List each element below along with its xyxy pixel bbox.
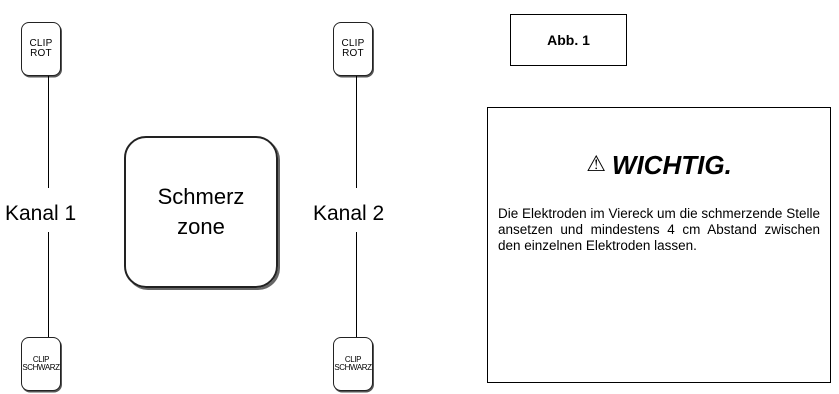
clip-label-line1: CLIP xyxy=(341,37,365,49)
wire-right-upper xyxy=(356,76,357,188)
clip-rot-right: CLIP ROT xyxy=(333,22,373,76)
clip-label-line1: CLIP xyxy=(344,354,362,364)
warning-box: ⚠WICHTIG. Die Elektroden im Viereck um d… xyxy=(487,107,831,383)
wire-left-upper xyxy=(48,76,49,188)
figure-label-box: Abb. 1 xyxy=(510,14,627,66)
figure-label: Abb. 1 xyxy=(547,32,590,48)
clip-label-line2: SCHWARZ xyxy=(334,363,372,372)
warning-text: Die Elektroden im Viereck um die schmerz… xyxy=(498,206,820,253)
warning-title: ⚠WICHTIG. xyxy=(488,152,830,178)
clip-label-line1: CLIP xyxy=(29,37,53,49)
channel-2-label: Kanal 2 xyxy=(313,202,385,225)
pain-zone-label-line2: zone xyxy=(177,214,225,239)
clip-schwarz-right: CLIP SCHWARZ xyxy=(333,337,373,391)
clip-label-line2: ROT xyxy=(30,48,52,59)
channel-1-label: Kanal 1 xyxy=(5,202,77,225)
pain-zone-label-line1: Schmerz xyxy=(157,184,245,210)
clip-label-line1: CLIP xyxy=(32,354,50,364)
wire-right-lower xyxy=(356,232,357,337)
warning-title-text: WICHTIG. xyxy=(611,150,732,180)
clip-label-line2: ROT xyxy=(342,48,364,59)
clip-schwarz-left: CLIP SCHWARZ xyxy=(21,337,61,391)
clip-label-line2: SCHWARZ xyxy=(22,363,60,372)
warning-triangle-icon: ⚠ xyxy=(586,152,606,177)
wire-left-lower xyxy=(48,232,49,337)
pain-zone-box: Schmerz zone xyxy=(124,136,278,288)
clip-rot-left: CLIP ROT xyxy=(21,22,61,76)
